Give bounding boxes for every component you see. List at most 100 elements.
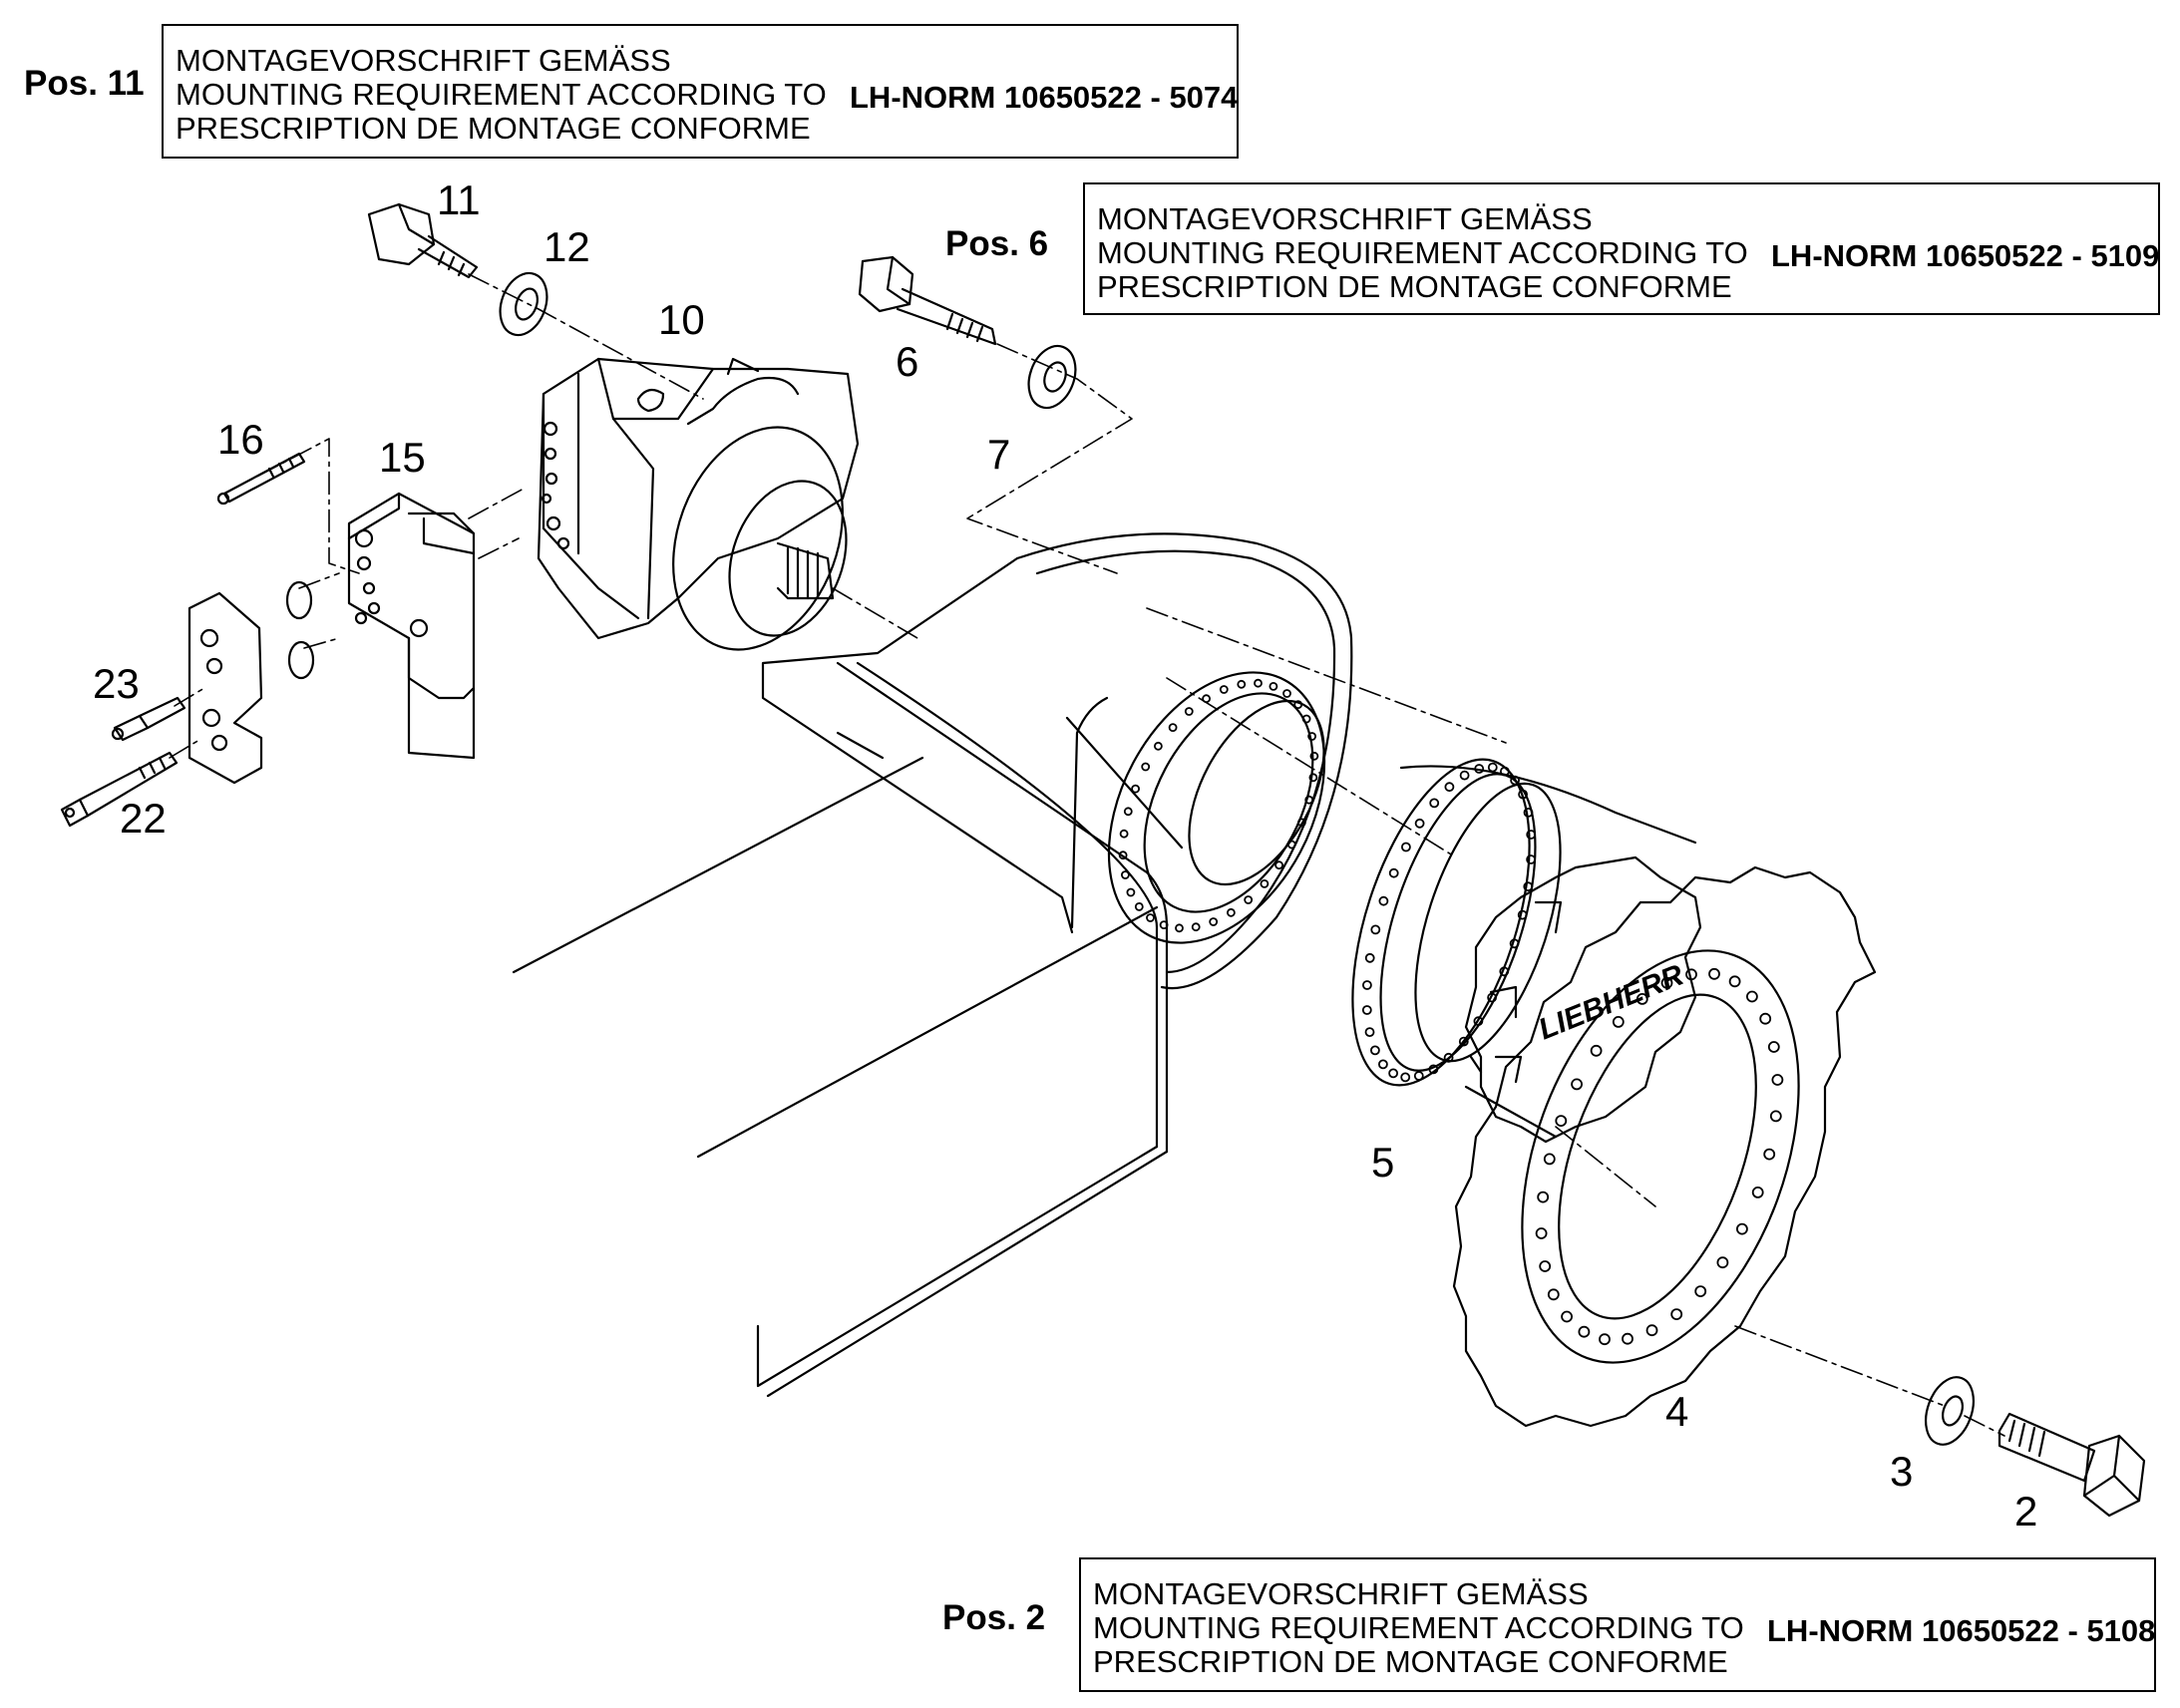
bolt-hole xyxy=(1708,967,1720,980)
bolt-hole xyxy=(1219,685,1229,694)
bolt-hole xyxy=(1308,773,1318,783)
bolt-hole xyxy=(1763,1148,1776,1161)
bolt-hole xyxy=(1154,741,1163,751)
bolt-hole xyxy=(1260,879,1270,888)
note-line: MONTAGEVORSCHRIFT GEMÄSS xyxy=(1093,1576,1589,1611)
bolt-hole xyxy=(1414,818,1425,829)
note-line: MOUNTING REQUIREMENT ACCORDING TO xyxy=(1097,235,1748,270)
bolt-hole xyxy=(1499,966,1510,977)
bolt-hole xyxy=(1119,829,1129,839)
o-rings xyxy=(285,580,315,680)
bolt-hole xyxy=(1388,867,1399,878)
note-position-label: Pos. 11 xyxy=(24,64,145,103)
bolt-hole xyxy=(1364,1027,1375,1037)
bolt-hole xyxy=(1535,1227,1548,1239)
track-frame xyxy=(512,532,1353,1398)
bolt-hole xyxy=(1307,732,1316,741)
bolt-2 xyxy=(1998,1412,2146,1518)
bolt-hole xyxy=(1526,854,1536,864)
bolt-hole xyxy=(1121,870,1130,879)
bolt-hole xyxy=(1388,1068,1398,1079)
bolt-hole xyxy=(1571,1078,1583,1091)
callout-2: 2 xyxy=(2014,1488,2037,1535)
norm-reference: LH-NORM 10650522 - 5109 xyxy=(1771,238,2160,273)
bolt-hole xyxy=(1590,1044,1603,1057)
callout-15: 15 xyxy=(379,434,426,481)
callout-7: 7 xyxy=(987,431,1010,478)
bolt-hole xyxy=(1146,913,1155,922)
bolt-hole xyxy=(1670,1308,1683,1320)
flange-plate xyxy=(187,591,263,785)
note-position-label: Pos. 6 xyxy=(945,224,1049,263)
bolt-hole xyxy=(1378,1059,1388,1070)
bolt-hole xyxy=(1459,770,1470,781)
bolt-hole xyxy=(1716,1256,1729,1269)
bolt-hole xyxy=(1282,689,1291,698)
bolt-hole xyxy=(1293,700,1303,709)
bolt-hole xyxy=(1297,818,1306,828)
norm-reference: LH-NORM 10650522 - 5108 xyxy=(1767,1613,2156,1648)
bolt-11 xyxy=(367,202,479,279)
bolt-hole xyxy=(1523,808,1534,818)
bolt-hole xyxy=(1746,990,1758,1003)
screw-22 xyxy=(60,751,179,828)
bolt-hole xyxy=(1458,1036,1469,1047)
bolt-hole xyxy=(1286,840,1296,850)
valve-block-15 xyxy=(347,492,476,760)
bolt-hole xyxy=(1771,1074,1784,1086)
norm-reference: LH-NORM 10650522 - 5074 xyxy=(850,80,1239,115)
bolt-hole xyxy=(1487,762,1498,773)
bolt-hole xyxy=(1543,1153,1556,1166)
bolt-hole xyxy=(1612,1016,1625,1028)
note-line: PRESCRIPTION DE MONTAGE CONFORME xyxy=(1097,269,1732,304)
bolt-hole xyxy=(1767,1041,1780,1053)
mounting-note-box: MONTAGEVORSCHRIFT GEMÄSS MOUNTING REQUIR… xyxy=(1083,182,2160,315)
bolt-hole xyxy=(1175,923,1184,933)
bolt-hole xyxy=(1473,1016,1484,1027)
note-line: MOUNTING REQUIREMENT ACCORDING TO xyxy=(176,77,827,112)
bolt-hole xyxy=(1227,907,1236,917)
bolt-hole xyxy=(1736,1222,1748,1235)
callout-6: 6 xyxy=(896,338,918,385)
bolt-hole xyxy=(1428,1064,1439,1075)
washer-3 xyxy=(1925,1376,1975,1446)
callout-23: 23 xyxy=(93,660,140,707)
washer-12 xyxy=(499,271,548,337)
bolt-hole xyxy=(1184,707,1194,716)
bolt-hole xyxy=(1728,975,1741,988)
bolt-hole xyxy=(1301,714,1311,724)
bolt-hole xyxy=(1547,1288,1560,1301)
callout-10: 10 xyxy=(658,296,705,343)
assembly-lines xyxy=(169,273,2005,1437)
bolt-hole xyxy=(1168,723,1178,732)
bolt-hole xyxy=(1118,851,1128,860)
bolt-hole xyxy=(1413,1071,1424,1081)
bolt-hole xyxy=(1510,775,1520,786)
bolt-hole xyxy=(1526,830,1537,840)
bolt-hole xyxy=(1487,992,1497,1003)
bolt-hole xyxy=(1362,980,1372,990)
bolt-hole xyxy=(1274,860,1283,870)
bolt-hole xyxy=(1685,968,1697,981)
bolt-hole xyxy=(1759,1012,1772,1025)
bolt-hole xyxy=(1401,842,1411,853)
bolt-hole xyxy=(1429,798,1440,809)
bolt-hole xyxy=(1561,1310,1573,1323)
bolt-hole xyxy=(1159,920,1169,929)
callout-22: 22 xyxy=(120,795,167,842)
bolt-hole xyxy=(1123,807,1133,817)
bolt-6 xyxy=(858,255,997,346)
bolt-hole xyxy=(1131,784,1140,794)
bolt-hole xyxy=(1500,766,1510,777)
washer-7 xyxy=(1027,344,1077,410)
bolt-hole xyxy=(1244,895,1254,904)
callout-16: 16 xyxy=(217,416,264,463)
bolt-hole xyxy=(1309,751,1319,761)
bolt-hole xyxy=(1523,881,1534,892)
bolt-hole xyxy=(1370,1045,1380,1056)
bolt-hole xyxy=(1304,795,1314,805)
hydraulic-motor xyxy=(537,357,860,651)
bolt-hole xyxy=(1751,1187,1764,1198)
bolt-hole xyxy=(1599,1333,1611,1346)
bolt-hole xyxy=(1191,922,1201,932)
